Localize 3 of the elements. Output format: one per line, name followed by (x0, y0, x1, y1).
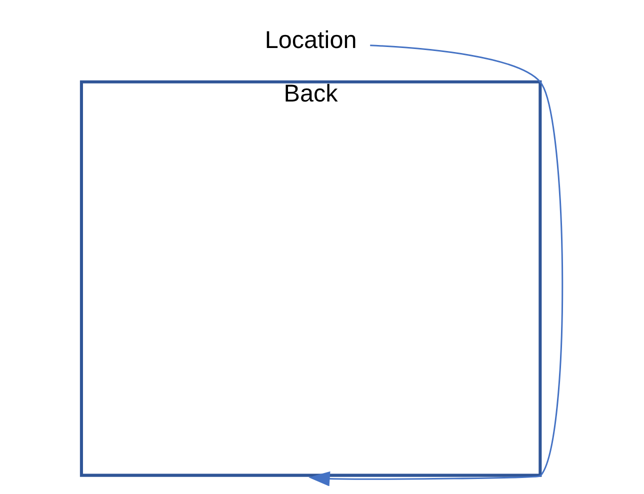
arrow (308, 44, 564, 486)
node-box: Back (80, 80, 542, 476)
node-text: Location (264, 26, 357, 54)
